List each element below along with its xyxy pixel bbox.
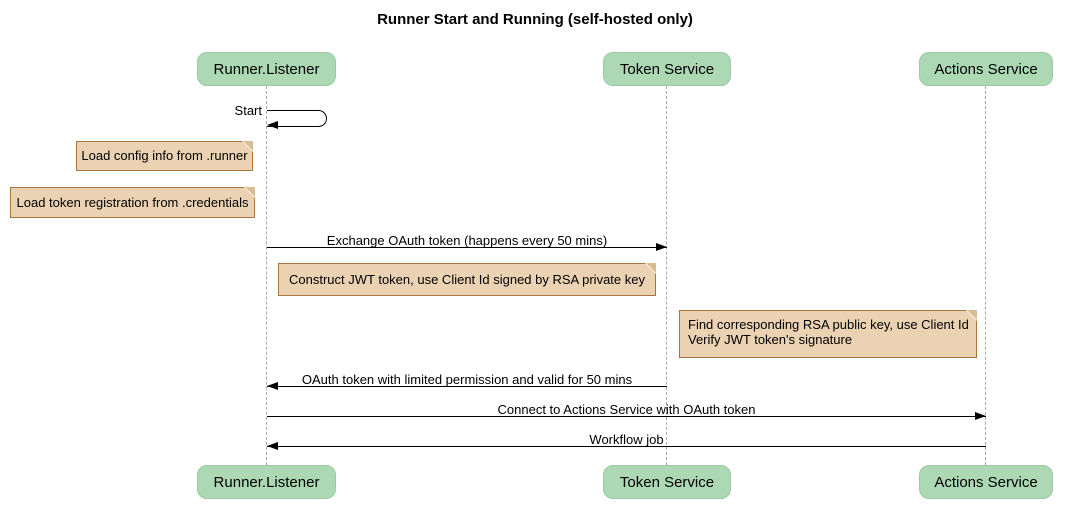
note-load-config: Load config info from .runner xyxy=(76,141,253,171)
arrowhead-right-icon xyxy=(656,243,667,251)
participant-runner-listener-top: Runner.Listener xyxy=(197,52,336,86)
message-start-label: Start xyxy=(234,103,262,118)
participant-token-service-top: Token Service xyxy=(603,52,731,86)
participant-runner-listener-bottom: Runner.Listener xyxy=(197,465,336,499)
arrowhead-left-icon xyxy=(267,442,278,450)
participant-actions-service-top: Actions Service xyxy=(919,52,1053,86)
diagram-title: Runner Start and Running (self-hosted on… xyxy=(377,11,693,28)
lifeline-runner-listener xyxy=(266,86,267,465)
self-loop-line xyxy=(267,110,327,127)
arrowhead-left-icon xyxy=(267,382,278,390)
message-line xyxy=(267,416,986,417)
message-line xyxy=(267,247,667,248)
lifeline-token-service xyxy=(666,86,667,465)
arrowhead-left-icon xyxy=(267,121,278,129)
message-oauth-token-returned-label: OAuth token with limited permission and … xyxy=(301,372,633,387)
note-construct-jwt: Construct JWT token, use Client Id signe… xyxy=(278,263,656,296)
message-exchange-oauth-token-label: Exchange OAuth token (happens every 50 m… xyxy=(326,233,608,248)
message-line xyxy=(267,446,986,447)
note-verify-jwt-line1: Find corresponding RSA public key, use C… xyxy=(688,317,969,332)
note-verify-jwt-line2: Verify JWT token's signature xyxy=(688,332,853,347)
participant-actions-service-bottom: Actions Service xyxy=(919,465,1053,499)
message-connect-actions-service-label: Connect to Actions Service with OAuth to… xyxy=(497,402,756,417)
arrowhead-right-icon xyxy=(975,412,986,420)
note-load-token-registration: Load token registration from .credential… xyxy=(10,187,255,218)
note-verify-jwt: Find corresponding RSA public key, use C… xyxy=(679,310,977,358)
message-line xyxy=(267,386,667,387)
message-workflow-job-label: Workflow job xyxy=(589,432,664,447)
lifeline-actions-service xyxy=(985,86,986,465)
participant-token-service-bottom: Token Service xyxy=(603,465,731,499)
